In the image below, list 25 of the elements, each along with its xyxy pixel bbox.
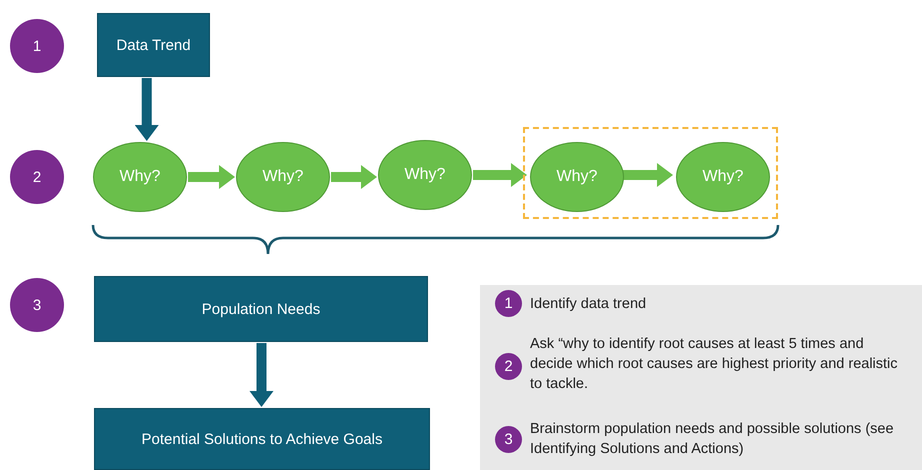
why-ellipse: Why? <box>676 142 770 212</box>
step-number-badge: 1 <box>495 290 522 317</box>
step-description: Brainstorm population needs and possible solutions (see Identifying Solutions and Actions) <box>530 420 895 459</box>
step-number-badge: 2 <box>10 150 64 204</box>
block-arrow <box>250 343 274 407</box>
step-description: Ask “why to identify root causes at least 5 times and decide which root causes are highest priority and realistic to tackle. <box>530 335 899 394</box>
step-description: Identify data trend <box>530 295 648 314</box>
box-shape <box>480 285 922 470</box>
box-shape <box>523 127 778 219</box>
process-box: Potential Solutions to Achieve Goals <box>94 408 430 470</box>
process-box: Data Trend <box>97 13 210 77</box>
process-box: Population Needs <box>94 276 428 342</box>
block-arrow <box>134 78 159 141</box>
block-arrow <box>623 163 673 187</box>
block-arrow <box>331 165 377 189</box>
step-number-badge: 3 <box>10 278 64 332</box>
block-arrow <box>188 165 235 189</box>
why-ellipse: Why? <box>378 140 472 210</box>
why-ellipse: Why? <box>530 142 624 212</box>
step-number-badge: 3 <box>495 426 522 453</box>
step-number-badge: 1 <box>10 19 64 73</box>
why-ellipse: Why? <box>93 142 187 212</box>
step-number-badge: 2 <box>495 353 522 380</box>
block-arrow <box>473 163 527 187</box>
why-ellipse: Why? <box>236 142 330 212</box>
